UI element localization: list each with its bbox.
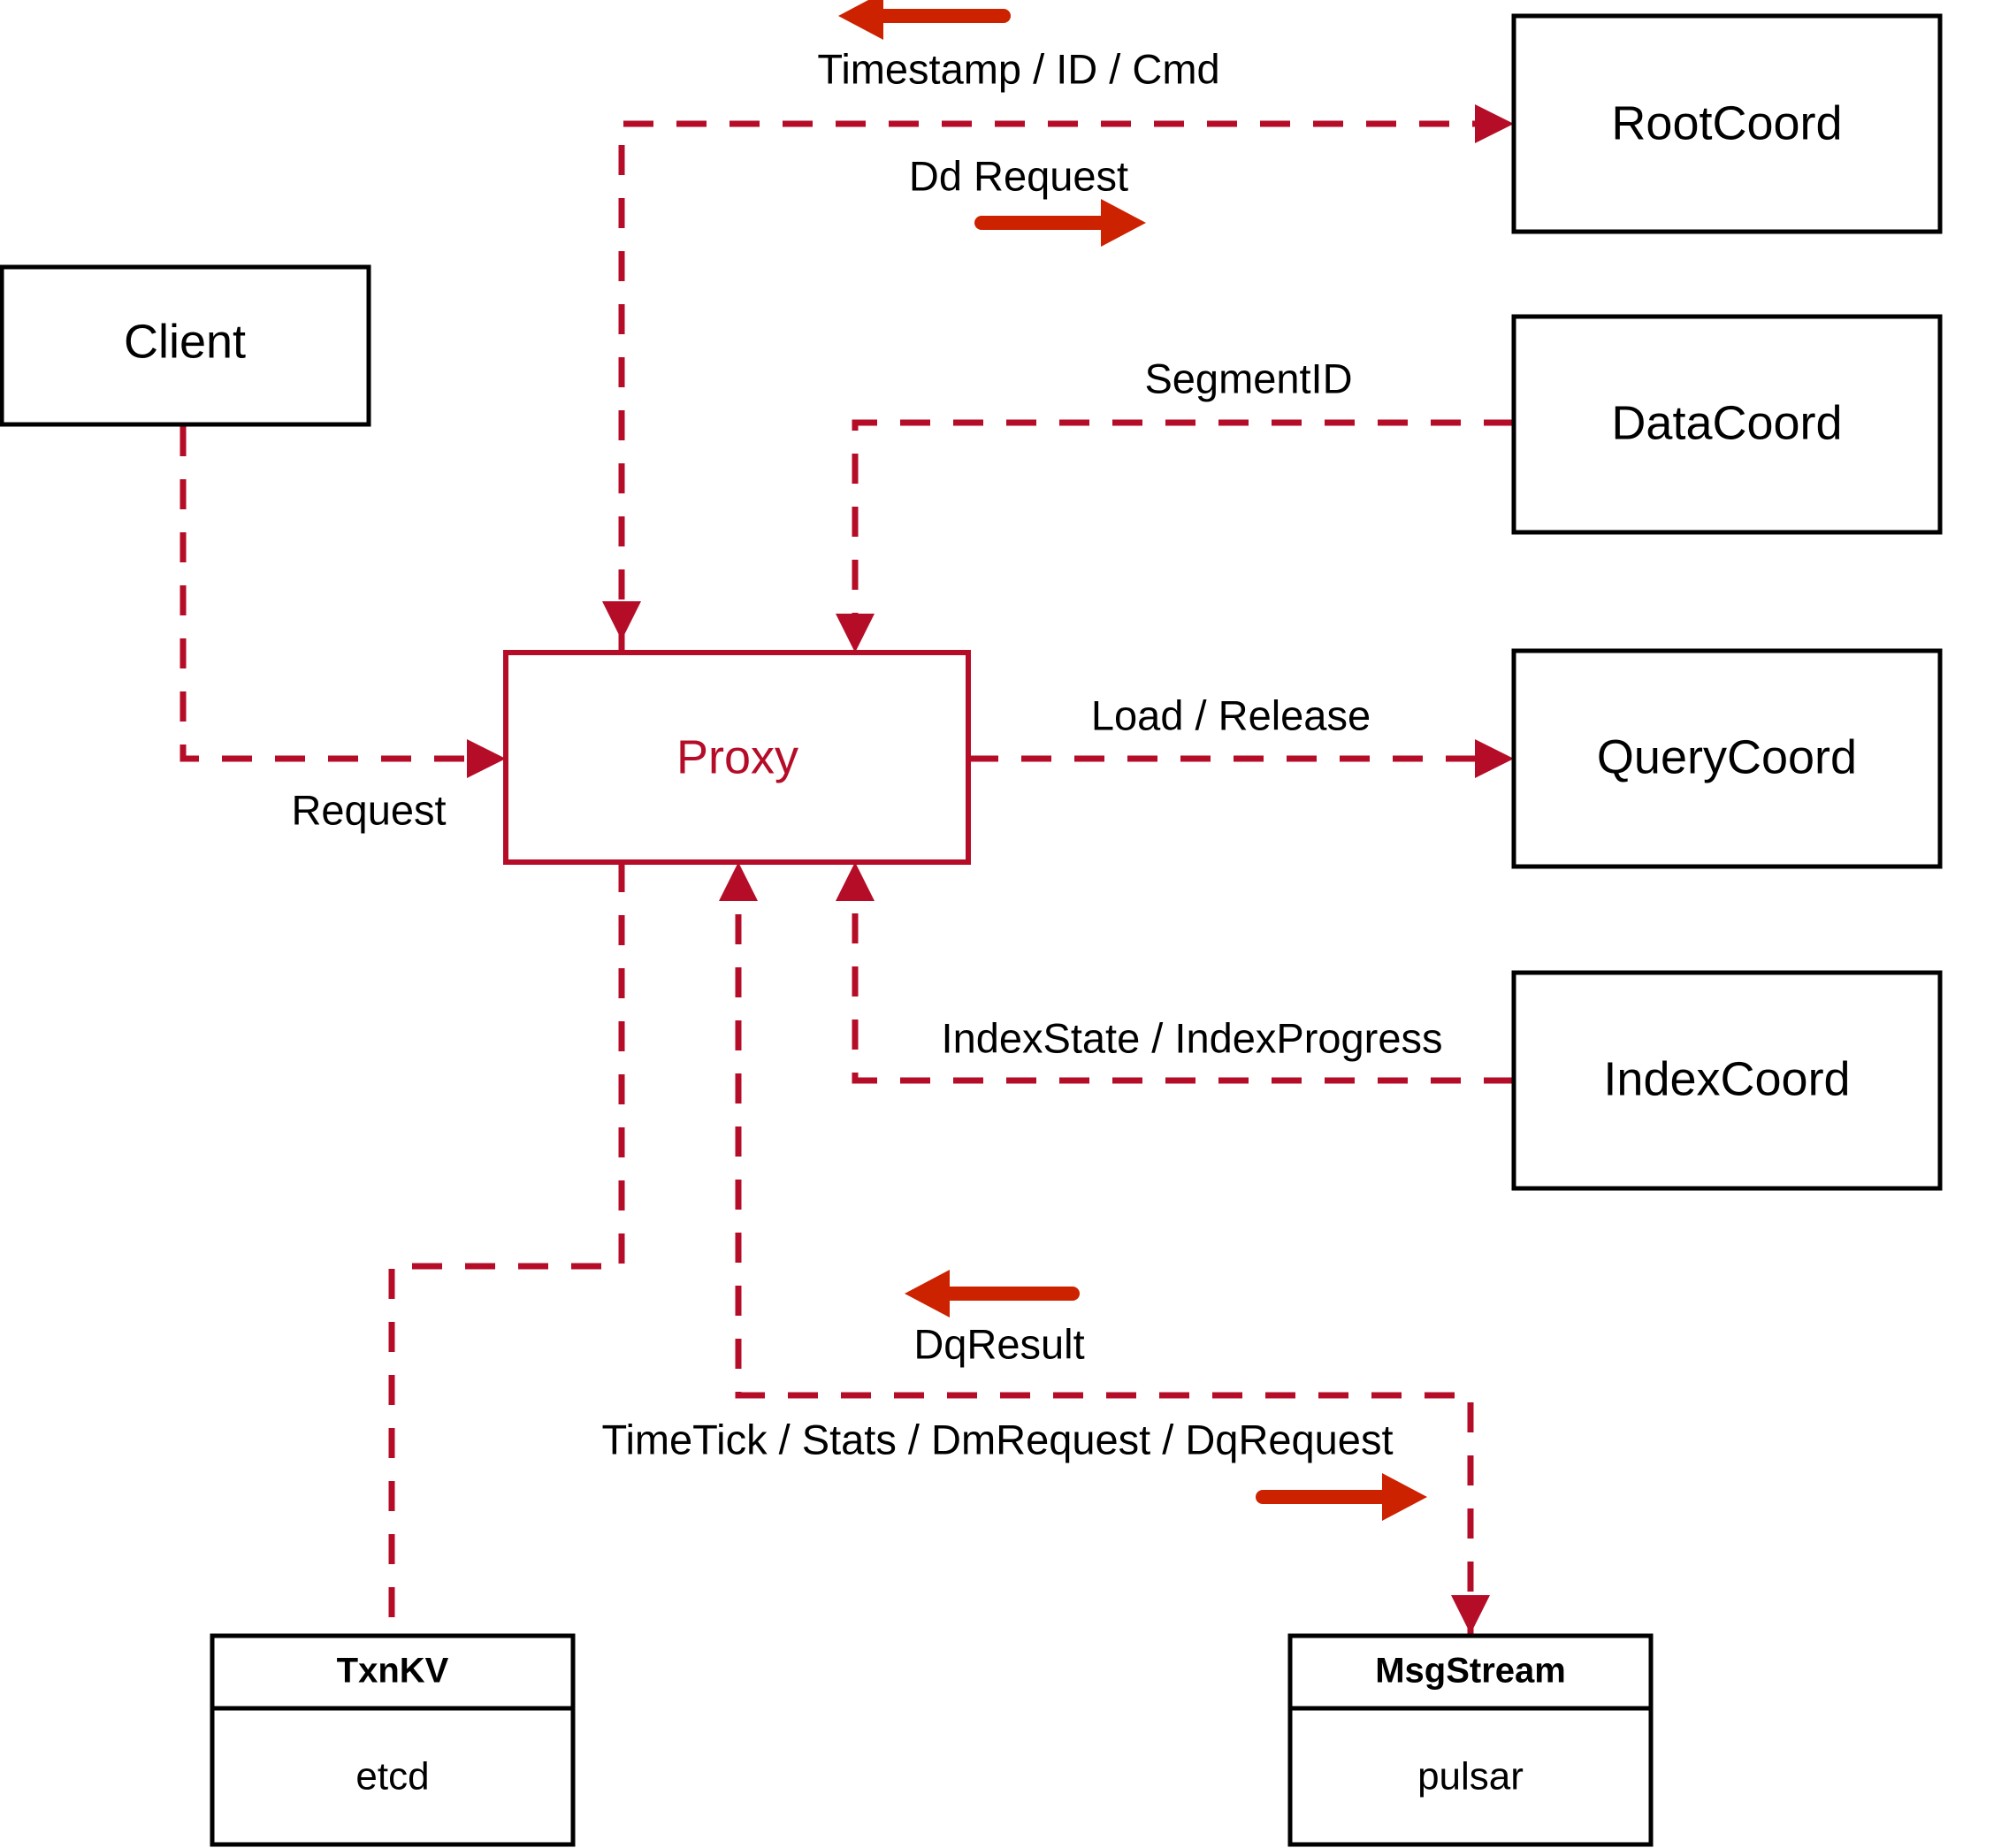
edge-path-datacoord-proxy (852, 419, 1514, 640)
node-datacoord-label: DataCoord (1611, 396, 1842, 449)
node-txnkv-body: etcd (355, 1755, 429, 1798)
node-msgstream[interactable]: MsgStream pulsar (1287, 1633, 1654, 1847)
edge-label-dd-request: Dd Request (909, 152, 1128, 199)
node-proxy-box[interactable] (503, 650, 971, 865)
edge-proxy-txnkv (388, 862, 625, 1636)
node-client-box[interactable] (0, 264, 371, 427)
node-rootcoord[interactable]: RootCoord (1511, 13, 1943, 234)
annotation-arrow-dqresult-left (905, 1270, 1080, 1317)
node-indexcoord-label: IndexCoord (1603, 1052, 1850, 1105)
edge-path-msgstream-proxy (735, 877, 1474, 1645)
node-querycoord-label: QueryCoord (1597, 730, 1857, 783)
arrowhead-proxy-top-left-in (602, 601, 641, 640)
node-proxy-label: Proxy (676, 730, 798, 783)
node-txnkv-header: TxnKV (337, 1652, 449, 1691)
node-querycoord[interactable]: QueryCoord (1511, 648, 1943, 869)
edge-label-timestamp-id-cmd: Timestamp / ID / Cmd (817, 45, 1219, 92)
node-txnkv-box[interactable] (210, 1633, 576, 1847)
node-rootcoord-box[interactable] (1511, 13, 1943, 234)
node-datacoord[interactable]: DataCoord (1511, 314, 1943, 535)
arrowhead-proxy-bottom-right-in (836, 862, 875, 901)
arrowhead-proxy-top-right-in (836, 614, 875, 653)
annot-head-dd-request (1101, 199, 1146, 247)
edge-path-indexcoord-proxy (852, 877, 1514, 1084)
arrowhead-rootcoord-in (1475, 104, 1514, 143)
edge-msgstream-proxy (719, 862, 1490, 1645)
node-msgstream-header: MsgStream (1375, 1652, 1566, 1691)
annotation-arrow-dd-request-right (974, 199, 1146, 247)
node-datacoord-box[interactable] (1511, 314, 1943, 535)
node-msgstream-box[interactable] (1287, 1633, 1654, 1847)
edge-label-request: Request (291, 786, 446, 833)
edge-client-proxy (180, 426, 506, 778)
edge-label-load-release: Load / Release (1091, 691, 1371, 738)
arrowhead-msgstream-in (1451, 1595, 1490, 1634)
edge-label-dq-result: DqResult (913, 1320, 1084, 1367)
edge-datacoord-proxy (836, 419, 1514, 653)
annot-head-dqresult (905, 1270, 950, 1317)
arrowhead-proxy-left-in (467, 739, 506, 778)
node-rootcoord-label: RootCoord (1611, 96, 1842, 149)
node-querycoord-box[interactable] (1511, 648, 1943, 869)
node-indexcoord-box[interactable] (1511, 970, 1943, 1191)
node-indexcoord[interactable]: IndexCoord (1511, 970, 1943, 1191)
edge-path-client-proxy (180, 426, 492, 762)
node-proxy[interactable]: Proxy (503, 650, 971, 865)
arrowhead-proxy-bottom-mid-in (719, 862, 758, 901)
edge-label-index-state-progress: IndexState / IndexProgress (942, 1014, 1443, 1061)
annot-head-timestamp (838, 0, 883, 40)
edge-label-timetick-stats: TimeTick / Stats / DmRequest / DqRequest (601, 1416, 1393, 1462)
node-txnkv[interactable]: TxnKV etcd (210, 1633, 576, 1847)
node-msgstream-body: pulsar (1417, 1755, 1524, 1798)
arrowhead-querycoord-in (1475, 739, 1514, 778)
node-client[interactable]: Client (0, 264, 371, 427)
node-client-label: Client (124, 315, 246, 368)
annot-head-timetick (1382, 1473, 1427, 1521)
edge-proxy-querycoord (968, 739, 1514, 778)
annotation-arrow-timestamp-left (838, 0, 1011, 40)
edge-path-proxy-txnkv (388, 862, 625, 1636)
edge-proxy-rootcoord (602, 104, 1514, 653)
annotation-arrow-timetick-right (1256, 1473, 1427, 1521)
edge-indexcoord-proxy (836, 862, 1514, 1084)
edge-path-proxy-rootcoord (618, 120, 1494, 653)
edge-label-segment-id: SegmentID (1144, 355, 1352, 401)
